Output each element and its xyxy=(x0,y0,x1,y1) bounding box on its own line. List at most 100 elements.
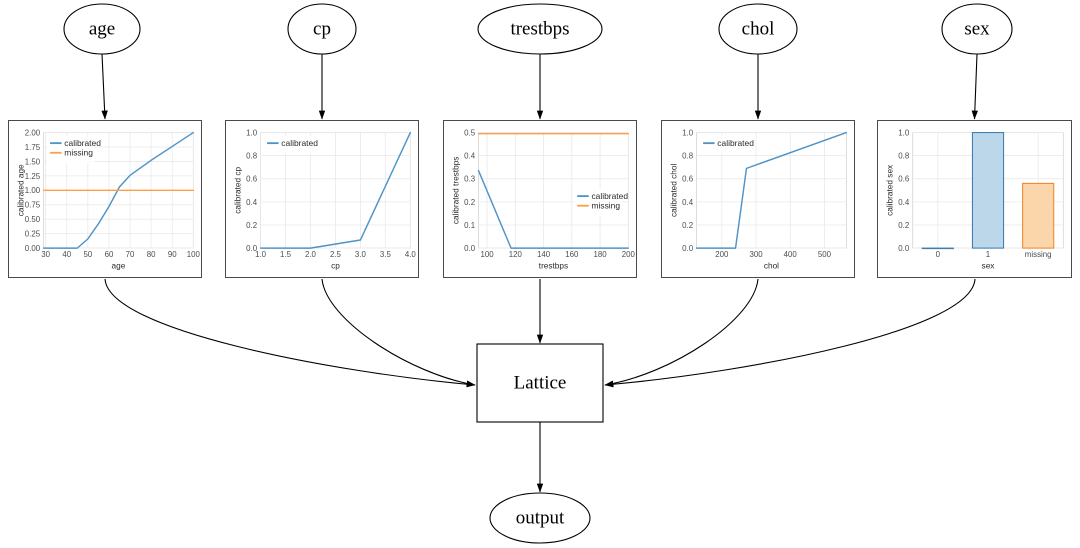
y-tick-label: 1.75 xyxy=(25,143,41,152)
y-tick-label: 0.0 xyxy=(246,244,258,253)
y-tick-label: 1.25 xyxy=(25,172,41,181)
x-tick-label: 2.5 xyxy=(330,250,342,259)
ellipse-shape xyxy=(477,3,603,55)
y-tick-label: 0.2 xyxy=(682,221,693,230)
y-tick-label: 0.4 xyxy=(464,152,476,161)
input-node-chol[interactable]: chol xyxy=(718,3,798,55)
y-tick-label: 0.4 xyxy=(246,198,258,207)
y-tick-label: 0.3 xyxy=(464,175,476,184)
ellipse-shape xyxy=(718,3,798,55)
edge-age-to-lattice xyxy=(104,278,476,388)
lattice-node[interactable]: Lattice xyxy=(476,343,604,423)
x-tick-label: 30 xyxy=(41,250,50,259)
x-tick-label: 40 xyxy=(62,250,71,259)
x-tick-label: 300 xyxy=(749,250,763,259)
y-tick-label: 1.00 xyxy=(25,186,41,195)
ellipse-shape xyxy=(63,3,141,55)
node-label: cp xyxy=(313,18,331,39)
legend-label-calibrated: calibrated xyxy=(591,191,628,201)
x-tick-label: 80 xyxy=(147,250,156,259)
x-tick-label: 180 xyxy=(594,250,608,259)
y-axis-title: calibrated chol xyxy=(669,164,678,217)
ellipse-shape xyxy=(941,3,1013,55)
y-tick-label: 0.4 xyxy=(682,198,694,207)
y-tick-label: 0.1 xyxy=(464,221,475,230)
input-node-trestbps[interactable]: trestbps xyxy=(477,3,603,55)
y-tick-label: 0.4 xyxy=(898,198,910,207)
y-tick-label: 0.0 xyxy=(682,244,694,253)
series-calibrated xyxy=(477,169,630,249)
x-tick-label: 400 xyxy=(784,250,798,259)
legend-label-calibrated: calibrated xyxy=(64,138,101,148)
bar-1 xyxy=(971,132,1005,249)
x-tick-label: 160 xyxy=(565,250,579,259)
x-tick-label: 50 xyxy=(83,250,92,259)
y-axis-title: calibrated age xyxy=(16,164,25,216)
x-axis-title: sex xyxy=(982,260,996,270)
x-tick-label: 60 xyxy=(105,250,114,259)
x-tick-label: 1 xyxy=(986,250,990,259)
input-node-cp[interactable]: cp xyxy=(287,3,357,55)
y-tick-label: 0.6 xyxy=(682,175,694,184)
y-tick-label: 0.0 xyxy=(464,244,476,253)
y-axis-title: calibrated trestbps xyxy=(451,157,460,225)
bar-missing xyxy=(1022,182,1055,249)
x-tick-label: 200 xyxy=(715,250,729,259)
node-label: sex xyxy=(964,18,990,39)
input-node-sex[interactable]: sex xyxy=(941,3,1013,55)
edge-chol-to-lattice xyxy=(604,278,759,387)
legend-box xyxy=(573,188,622,217)
x-tick-label: 90 xyxy=(168,250,177,259)
input-node-age[interactable]: age xyxy=(63,3,141,55)
legend-box xyxy=(699,135,748,154)
series-calibrated xyxy=(259,131,412,249)
ellipse-shape xyxy=(287,3,357,55)
x-tick-label: 4.0 xyxy=(405,250,417,259)
x-tick-label: 100 xyxy=(187,250,201,259)
node-label: trestbps xyxy=(510,18,569,39)
lattice-box xyxy=(476,343,604,423)
y-tick-label: 1.0 xyxy=(682,128,694,137)
y-tick-label: 0.5 xyxy=(464,128,476,137)
ellipse-shape xyxy=(489,492,591,544)
x-axis-title: age xyxy=(112,261,126,270)
x-tick-label: 2.0 xyxy=(305,250,317,259)
output-node-output[interactable]: output xyxy=(489,492,591,544)
y-tick-label: 0.8 xyxy=(246,152,258,161)
x-tick-label: 3.0 xyxy=(355,250,367,259)
x-tick-label: 120 xyxy=(509,250,523,259)
node-label: chol xyxy=(742,18,775,39)
x-tick-label: 140 xyxy=(537,250,551,259)
edge-sex-to-lattice xyxy=(604,278,976,388)
edge-cp-to-lattice xyxy=(321,278,476,387)
x-tick-label: 0 xyxy=(936,250,941,259)
x-tick-label: 70 xyxy=(126,250,135,259)
x-tick-label: 500 xyxy=(818,250,832,259)
y-tick-label: 1.50 xyxy=(25,157,41,166)
edge-age-to-calibrator xyxy=(101,53,108,120)
y-tick-label: 2.00 xyxy=(25,128,41,137)
y-tick-label: 1.0 xyxy=(246,128,258,137)
x-tick-label: 100 xyxy=(480,250,494,259)
y-tick-label: 0.2 xyxy=(246,221,257,230)
x-tick-label: 1.5 xyxy=(280,250,292,259)
node-label: Lattice xyxy=(514,372,567,393)
legend-label-calibrated: calibrated xyxy=(281,138,318,148)
x-tick-label: missing xyxy=(1025,250,1052,259)
y-axis-title: calibrated cp xyxy=(233,166,242,213)
x-axis-title: chol xyxy=(764,261,779,270)
y-tick-label: 0.25 xyxy=(25,230,41,239)
x-tick-label: 3.5 xyxy=(380,250,392,259)
legend-box xyxy=(263,135,312,154)
series-calibrated xyxy=(42,131,195,249)
legend-label-missing: missing xyxy=(591,201,620,211)
y-tick-label: 0.6 xyxy=(898,175,910,184)
node-label: age xyxy=(89,18,115,39)
